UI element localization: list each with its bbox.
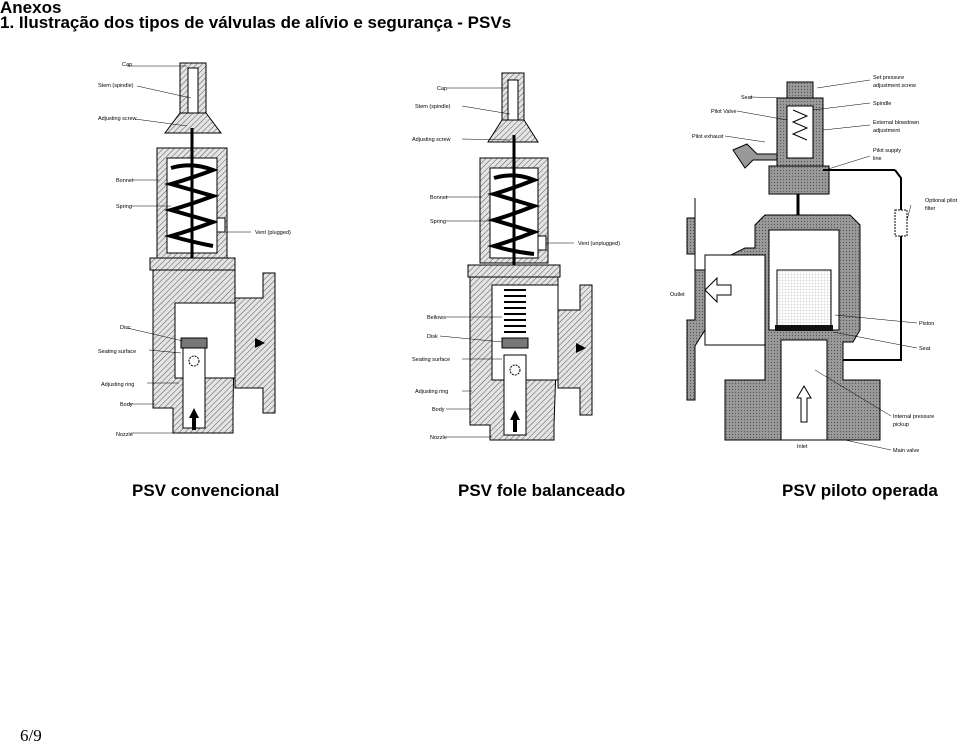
pilot-operated-psv-figure: Seat Pilot Valve Pilot exhaust Set press… (665, 70, 960, 460)
label-external-blowdown: External blowdown (873, 120, 919, 126)
label-optional-filter-2: filter (925, 206, 936, 212)
label-outlet: Outlet (670, 292, 685, 298)
balanced-bellows-psv-figure: Cap Stem (spindle) Adjusting screw Bonne… (410, 70, 625, 445)
pilot-operated-psv-drawing: Seat Pilot Valve Pilot exhaust Set press… (670, 75, 958, 454)
label-body: Body (120, 402, 133, 408)
label-internal-pickup: Internal pressure (893, 414, 934, 420)
label-internal-pickup-2: pickup (893, 422, 909, 428)
label-vent: Vent (plugged) (255, 230, 291, 236)
label-main-valve: Main valve (893, 448, 919, 454)
label-cap: Cap (122, 62, 132, 68)
label-seat: Seat (919, 346, 931, 352)
label-set-pressure: Set pressure (873, 75, 904, 81)
label-inlet: Inlet (797, 444, 808, 450)
label-bonnet: Bonnet (430, 195, 448, 201)
label-pilot-supply: Pilot supply (873, 148, 901, 154)
label-bellows: Bellows (427, 315, 446, 321)
conventional-psv-figure: Cap Stem (spindle) Adjusting screw Bonne… (95, 58, 295, 443)
label-adjusting-ring: Adjusting ring (415, 389, 448, 395)
label-seating-surface: Seating surface (98, 349, 136, 355)
balanced-bellows-psv-drawing: Cap Stem (spindle) Adjusting screw Bonne… (412, 72, 620, 441)
caption-balanced-bellows: PSV fole balanceado (458, 481, 626, 500)
label-pilot-valve: Pilot Valve (711, 109, 737, 115)
label-spindle: Spindle (873, 101, 891, 107)
label-adjusting-ring: Adjusting ring (101, 382, 134, 388)
label-spring: Spring (116, 204, 132, 210)
label-adjusting-screw: Adjusting screw (98, 116, 137, 122)
label-disk: Disk (427, 334, 438, 340)
label-bonnet: Bonnet (116, 178, 134, 184)
label-stem: Stem (spindle) (98, 83, 134, 89)
page-number: 6/9 (20, 726, 42, 745)
section-title: Anexos (0, 0, 62, 17)
caption-pilot-operated: PSV piloto operada (782, 481, 938, 500)
conventional-psv-drawing: Cap Stem (spindle) Adjusting screw Bonne… (98, 62, 291, 438)
item-title: 1. Ilustração dos tipos de válvulas de a… (0, 13, 512, 32)
label-pilot-supply-2: line (873, 156, 882, 162)
label-nozzle: Nozzle (116, 432, 133, 438)
label-piston: Piston (919, 321, 934, 327)
label-stem: Stem (spindle) (415, 104, 451, 110)
label-optional-filter: Optional pilot (925, 198, 958, 204)
label-set-pressure-2: adjustment screw (873, 83, 916, 89)
label-nozzle: Nozzle (430, 435, 447, 441)
label-adjusting-screw: Adjusting screw (412, 137, 451, 143)
label-external-blowdown-2: adjustment (873, 128, 900, 134)
label-spring: Spring (430, 219, 446, 225)
caption-conventional: PSV convencional (132, 481, 280, 500)
label-disc: Disc (120, 325, 131, 331)
label-seating-surface: Seating surface (412, 357, 450, 363)
label-vent: Vent (unplugged) (578, 241, 620, 247)
label-body: Body (432, 407, 445, 413)
label-pilot-exhaust: Pilot exhaust (692, 134, 724, 140)
label-seat-top: Seat (741, 95, 753, 101)
label-cap: Cap (437, 86, 447, 92)
